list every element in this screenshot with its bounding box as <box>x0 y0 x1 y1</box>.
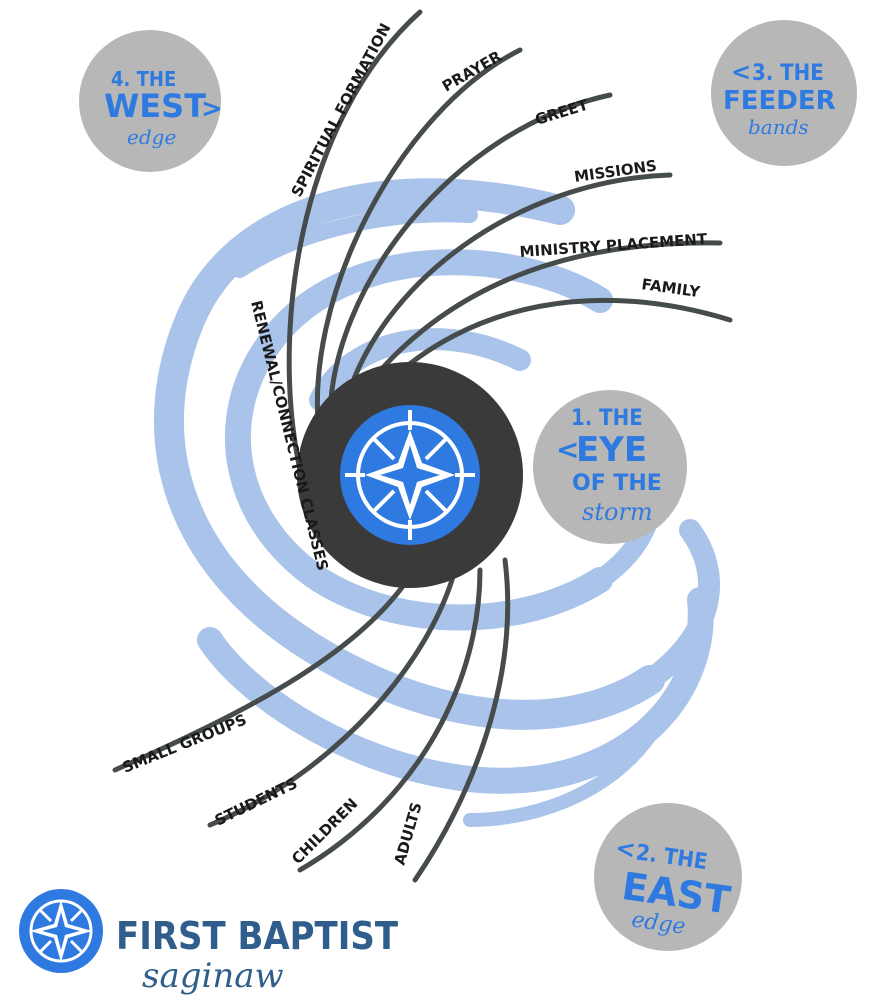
zone-west-title: WEST <box>104 87 206 125</box>
zone-eye-title: EYE <box>576 430 647 470</box>
zone-eye-subtitle: OF THE <box>572 471 662 496</box>
zone-eye-script: storm <box>582 498 653 526</box>
zone-eye-of-the-storm: 1. THE < EYE OF THE storm <box>533 390 687 544</box>
eye-of-storm <box>297 362 523 588</box>
ministry-branches <box>112 9 733 883</box>
brand-script: saginaw <box>142 956 284 996</box>
zone-west-arrow: > <box>201 94 223 124</box>
zone-eye-arrow: < <box>556 433 579 466</box>
brand-logo: FIRST BAPTIST saginaw <box>19 889 398 996</box>
compass-icon <box>345 410 475 540</box>
brand-compass-icon <box>19 889 103 973</box>
zone-east-edge: < 2. THE EAST edge <box>594 803 742 951</box>
zone-feeder-script: bands <box>748 115 809 139</box>
label-greet: GREET <box>533 95 591 128</box>
label-spiritual-formation: SPIRITUAL FORMATION <box>288 20 395 200</box>
label-family: FAMILY <box>640 275 702 301</box>
label-small-groups: SMALL GROUPS <box>120 710 249 776</box>
zone-west-number: 4. THE <box>111 67 176 91</box>
label-ministry-placement: MINISTRY PLACEMENT <box>519 230 708 261</box>
brand-name: FIRST BAPTIST <box>116 914 398 958</box>
zone-feeder-arrow: < <box>731 58 751 86</box>
zone-feeder-title: FEEDER <box>723 86 836 116</box>
zone-west-edge: 4. THE WEST > edge <box>79 30 223 172</box>
zone-eye-number: 1. THE <box>571 406 643 431</box>
label-students: STUDENTS <box>212 774 300 829</box>
zone-feeder-number: 3. THE <box>752 61 824 86</box>
zone-east-arrow: < <box>614 834 638 865</box>
zone-west-script: edge <box>127 125 176 149</box>
label-adults: ADULTS <box>391 800 426 867</box>
label-prayer: PRAYER <box>439 47 505 96</box>
zone-feeder-bands: < 3. THE FEEDER bands <box>711 20 857 166</box>
